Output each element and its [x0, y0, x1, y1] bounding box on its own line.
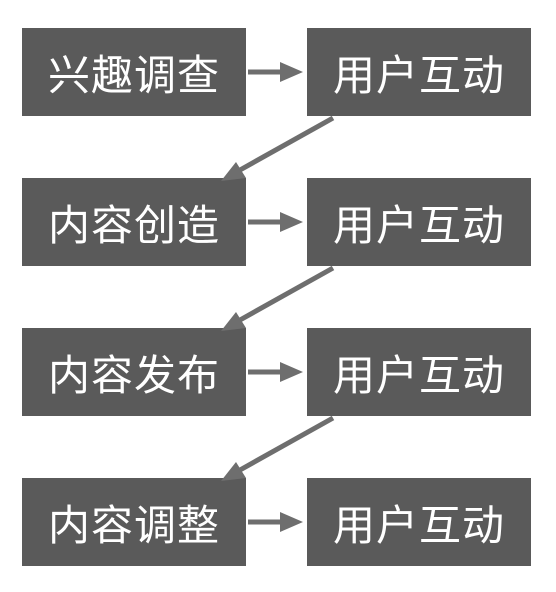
result-box: 用户互动: [307, 328, 531, 416]
result-box: 用户互动: [307, 178, 531, 266]
return-arrow: [221, 115, 335, 181]
return-arrow: [221, 415, 335, 481]
step-label: 内容创造: [47, 200, 220, 250]
step-box: 内容调整: [22, 478, 246, 566]
result-box: 用户互动: [307, 478, 531, 566]
result-label: 用户互动: [332, 200, 505, 250]
result-label: 用户互动: [332, 350, 505, 400]
step-label: 内容发布: [47, 350, 220, 400]
forward-arrow: [248, 212, 303, 232]
forward-arrow: [248, 62, 303, 82]
result-box: 用户互动: [307, 28, 531, 116]
step-label: 兴趣调查: [47, 50, 220, 100]
return-arrow: [221, 265, 335, 331]
forward-arrow: [248, 512, 303, 532]
step-box: 兴趣调查: [22, 28, 246, 116]
step-label: 内容调整: [47, 500, 220, 550]
result-label: 用户互动: [332, 500, 505, 550]
step-box: 内容发布: [22, 328, 246, 416]
forward-arrow: [248, 362, 303, 382]
result-label: 用户互动: [332, 50, 505, 100]
step-box: 内容创造: [22, 178, 246, 266]
